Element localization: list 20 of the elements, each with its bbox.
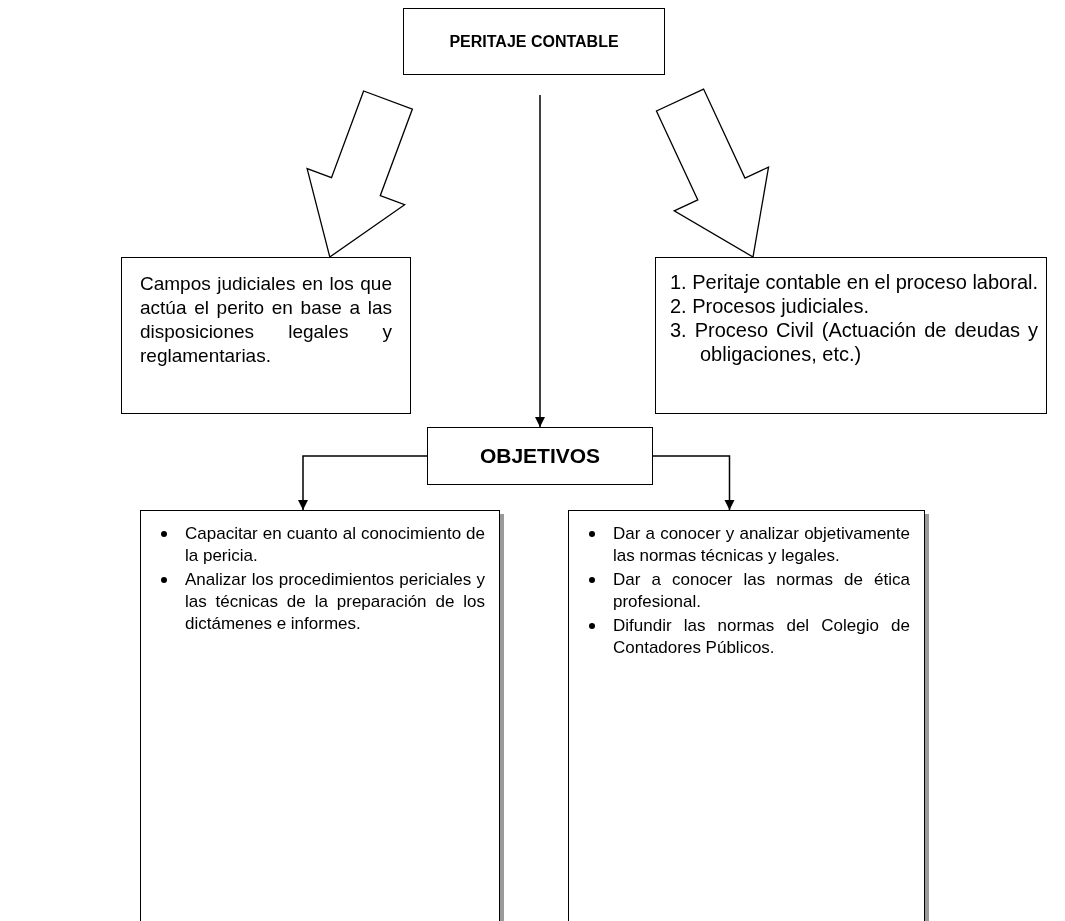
node-label: PERITAJE CONTABLE (449, 32, 619, 51)
bullet-item: Dar a conocer y analizar objetivamente las normas técnicas y legales. (583, 523, 910, 567)
list-box (655, 257, 1047, 414)
block-arrow (655, 88, 770, 259)
list-item: 3. Proceso Civil (Actuación de deudas y obligaciones, etc.) (670, 318, 1038, 366)
node-label: Campos judiciales en los que actúa el perito en base a las disposiciones legales y reglamentarias. (140, 272, 392, 368)
text-box (121, 257, 411, 414)
arrow (652, 455, 735, 511)
arrow (297, 455, 428, 511)
bullet-item: Difundir las normas del Colegio de Contadores Públicos. (583, 615, 910, 659)
block-arrow (306, 90, 414, 259)
bullet-item: Capacitar en cuanto al conocimiento de la pericia. (155, 523, 485, 567)
title-box (403, 8, 665, 75)
node-label: OBJETIVOS (479, 444, 601, 468)
list-item: 2. Procesos judiciales. (670, 294, 870, 318)
list-item: 1. Peritaje contable en el proceso laboral. (670, 270, 1038, 294)
heading-box (427, 427, 653, 485)
bullet-item: Analizar los procedimientos periciales y las técnicas de la preparación de los dictámenes e informes. (155, 569, 485, 635)
arrow (534, 94, 546, 428)
bullet-item: Dar a conocer las normas de ética profesional. (583, 569, 910, 613)
